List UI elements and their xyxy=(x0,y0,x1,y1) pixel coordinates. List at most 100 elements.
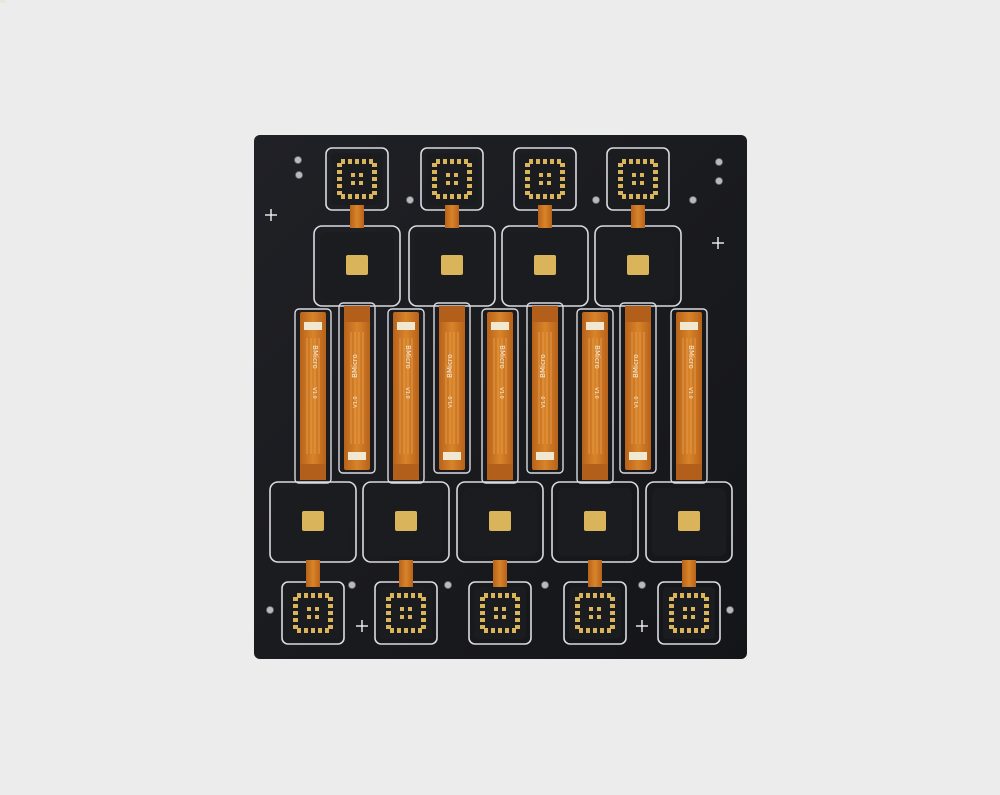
tooling-hole xyxy=(715,177,723,185)
routing-outline xyxy=(670,308,708,484)
flex-traces xyxy=(538,332,552,444)
small-module-b1 xyxy=(380,587,432,639)
flex-neck-t0 xyxy=(350,205,364,228)
pad-ring xyxy=(480,593,520,633)
flex-logo-text: BMicro xyxy=(351,354,359,378)
small-module-b3 xyxy=(569,587,621,639)
flex-stiffener xyxy=(300,464,326,480)
tooling-hole xyxy=(689,196,697,204)
flex-connector xyxy=(443,452,461,460)
center-pad xyxy=(678,511,700,531)
flex-version-text: V1.0 xyxy=(634,396,640,407)
flex-connector xyxy=(680,322,698,330)
flex-neck-b0 xyxy=(306,560,320,588)
component-pads xyxy=(0,0,6,3)
flex-connector xyxy=(629,452,647,460)
flex-traces xyxy=(445,332,459,444)
flex-stiffener xyxy=(625,306,651,322)
flex-connector xyxy=(536,452,554,460)
flex-stiffener xyxy=(487,464,513,480)
flex-connector xyxy=(586,322,604,330)
small-module-b0 xyxy=(287,587,339,639)
tooling-hole xyxy=(444,581,452,589)
flex-connector xyxy=(397,322,415,330)
tooling-hole xyxy=(715,158,723,166)
tooling-hole xyxy=(348,581,356,589)
pad-ring xyxy=(669,593,709,633)
center-pad xyxy=(489,511,511,531)
flex-logo-text: BMicro xyxy=(687,345,695,369)
flex-traces xyxy=(399,338,413,454)
small-module-t3 xyxy=(612,153,664,205)
flex-stiffener xyxy=(532,306,558,322)
flex-logo-text: BMicro xyxy=(593,345,601,369)
tooling-hole xyxy=(638,581,646,589)
small-module-b2 xyxy=(474,587,526,639)
routing-outline xyxy=(433,302,471,474)
tooling-hole xyxy=(266,606,274,614)
tooling-hole xyxy=(295,171,303,179)
routing-outline xyxy=(576,308,614,484)
flex-cable-t0 xyxy=(344,306,370,470)
routing-outline xyxy=(294,308,332,484)
flex-traces xyxy=(493,338,507,454)
flex-version-text: V1.0 xyxy=(353,396,359,407)
flex-version-text: V1.0 xyxy=(448,396,454,407)
pad-ring xyxy=(432,159,472,199)
flex-version-text: V1.0 xyxy=(541,396,547,407)
flex-cable-t2 xyxy=(532,306,558,470)
flex-neck-b2 xyxy=(493,560,507,588)
tooling-hole xyxy=(726,606,734,614)
flex-cable-t1 xyxy=(439,306,465,470)
flex-version-text: V1.0 xyxy=(687,387,693,398)
center-pad xyxy=(395,511,417,531)
tooling-hole xyxy=(592,196,600,204)
small-module-t1 xyxy=(426,153,478,205)
center-pad xyxy=(302,511,324,531)
flex-version-text: V1.0 xyxy=(404,387,410,398)
tooling-hole xyxy=(294,156,302,164)
flex-stiffener xyxy=(344,306,370,322)
routing-outline xyxy=(338,302,376,474)
flex-stiffener xyxy=(393,464,419,480)
flex-neck-t2 xyxy=(538,205,552,228)
flex-connector xyxy=(491,322,509,330)
small-module-t2 xyxy=(519,153,571,205)
flex-neck-b3 xyxy=(588,560,602,588)
flex-logo-text: BMicro xyxy=(539,354,547,378)
small-module-t0 xyxy=(331,153,383,205)
center-pad xyxy=(627,255,649,275)
flex-neck-b1 xyxy=(399,560,413,588)
center-pad xyxy=(346,255,368,275)
flex-logo-text: BMicro xyxy=(446,354,454,378)
flex-version-text: V1.0 xyxy=(311,387,317,398)
flex-traces xyxy=(588,338,602,454)
flex-traces xyxy=(306,338,320,454)
tooling-hole xyxy=(406,196,414,204)
pad-ring xyxy=(386,593,426,633)
pad-ring xyxy=(618,159,658,199)
flex-version-text: V1.0 xyxy=(593,387,599,398)
flex-logo-text: BMicro xyxy=(632,354,640,378)
flex-traces xyxy=(682,338,696,454)
center-pad xyxy=(534,255,556,275)
routing-outline xyxy=(619,302,657,474)
flex-neck-t3 xyxy=(631,205,645,228)
pad-ring xyxy=(525,159,565,199)
flex-neck-t1 xyxy=(445,205,459,228)
center-pad xyxy=(441,255,463,275)
flex-cable-t3 xyxy=(625,306,651,470)
flex-connector xyxy=(304,322,322,330)
flex-stiffener xyxy=(676,464,702,480)
routing-outline xyxy=(481,308,519,484)
flex-logo-text: BMicro xyxy=(311,345,319,369)
flex-logo-text: BMicro xyxy=(498,345,506,369)
flex-traces xyxy=(631,332,645,444)
pad-ring xyxy=(293,593,333,633)
routing-outline xyxy=(387,308,425,484)
flex-stiffener xyxy=(439,306,465,322)
tooling-hole xyxy=(541,581,549,589)
flex-connector xyxy=(348,452,366,460)
